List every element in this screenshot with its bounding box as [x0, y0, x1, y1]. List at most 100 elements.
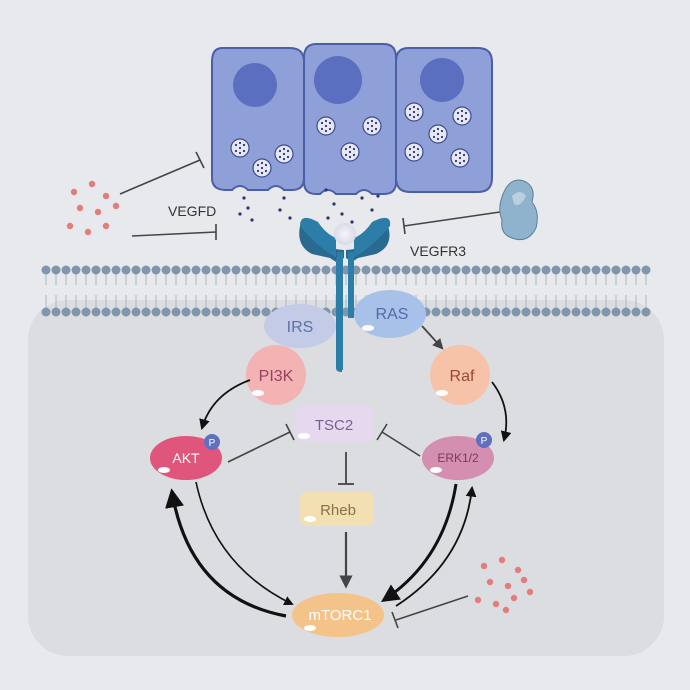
vesicle-cargo-dot — [416, 107, 420, 111]
vesicle-cargo-dot — [456, 111, 460, 115]
vesicle-cargo-dot — [464, 111, 468, 115]
lipid-head — [381, 265, 391, 275]
vesicle-cargo-dot — [352, 153, 356, 157]
lipid-head — [481, 265, 491, 275]
rheb-label: Rheb — [320, 502, 356, 519]
signaling-edges — [165, 325, 512, 629]
vesicle-cargo-dot — [260, 171, 264, 175]
lipid-head — [441, 307, 451, 317]
vesicle-cargo-dot — [344, 153, 348, 157]
lipid-head — [631, 307, 641, 317]
vesicle-cargo-dot — [412, 145, 416, 149]
vesicle-cargo-dot — [278, 149, 282, 153]
inhibitor-particle — [70, 188, 78, 196]
edge-akt-tsc2 — [227, 431, 291, 463]
vesicle-cargo-dot — [408, 113, 412, 117]
inhibition-lines-top — [119, 151, 501, 240]
lipid-head — [41, 307, 51, 317]
vesicle-cargo-dot — [370, 124, 374, 128]
inhibitor-particle — [526, 588, 534, 596]
lipid-head — [101, 307, 111, 317]
vesicle-cargo-dot — [374, 127, 378, 131]
vesicle-cargo-dot — [366, 121, 370, 125]
lipid-head — [321, 265, 331, 275]
inhibitor-particle — [520, 576, 528, 584]
vesicle-cargo-dot — [458, 156, 462, 160]
vesicle-cargo-dot — [416, 147, 420, 151]
edge-ras-raf — [421, 325, 444, 350]
vesicle-cargo-dot — [436, 127, 440, 131]
ras-label: RAS — [376, 306, 409, 323]
vegfr3-label: VEGFR3 — [410, 243, 466, 259]
lipid-head — [141, 307, 151, 317]
erk-label: ERK1/2 — [437, 451, 479, 465]
lipid-head — [201, 265, 211, 275]
vesicle-cargo-dot — [352, 147, 356, 151]
lipid-head — [601, 307, 611, 317]
lipid-head — [221, 265, 231, 275]
secreted-particle — [278, 208, 282, 212]
vesicle-cargo-dot — [242, 149, 246, 153]
lipid-head — [171, 265, 181, 275]
inhibitor-particle — [504, 582, 512, 590]
lipid-head — [131, 265, 141, 275]
lipid-head — [571, 265, 581, 275]
lipid-head — [61, 265, 71, 275]
vesicle-cargo-dot — [282, 147, 286, 151]
inhibitor-particle — [102, 192, 110, 200]
lipid-head — [491, 265, 501, 275]
vesicle-cargo-dot — [462, 153, 466, 157]
inhibitor-particle — [94, 208, 102, 216]
irs-node: IRS — [264, 304, 336, 348]
vesicle-cargo-dot — [412, 115, 416, 119]
vesicle-cargo-dot — [234, 143, 238, 147]
lipid-head — [141, 265, 151, 275]
lipid-head — [611, 307, 621, 317]
inhibitor-protein-highlight — [512, 192, 526, 205]
vesicle-cargo-dot — [374, 121, 378, 125]
nucleus-left — [233, 63, 277, 107]
lipid-head — [251, 307, 261, 317]
lipid-head — [241, 307, 251, 317]
edge-mtorc1-akt — [165, 488, 287, 618]
lipid-head — [121, 265, 131, 275]
lipid-head — [471, 265, 481, 275]
lipid-head — [501, 307, 511, 317]
vesicle-cargo-dot — [464, 117, 468, 121]
lipid-head — [451, 307, 461, 317]
secreted-particle — [324, 188, 328, 192]
edge-akt-mtorc1 — [195, 481, 294, 605]
lipid-head — [131, 307, 141, 317]
lipid-head — [421, 265, 431, 275]
vegfd-label: VEGFD — [168, 203, 216, 219]
lipid-head — [221, 307, 231, 317]
lipid-head — [301, 265, 311, 275]
lipid-head — [521, 265, 531, 275]
vesicle-cargo-dot — [370, 119, 374, 123]
vesicle-cargo-dot — [412, 110, 416, 114]
vesicle-cargo-dot — [440, 129, 444, 133]
lipid-head — [71, 307, 81, 317]
lipid-head — [581, 265, 591, 275]
akt-label: AKT — [172, 450, 200, 466]
lipid-head — [281, 265, 291, 275]
secreted-particle — [360, 196, 364, 200]
lipid-head — [81, 307, 91, 317]
akt-node: AKT P — [150, 434, 222, 480]
irs-label: IRS — [287, 319, 314, 336]
lipid-head — [291, 265, 301, 275]
erk-phospho-label: P — [481, 436, 488, 447]
vesicle-cargo-dot — [260, 166, 264, 170]
cell-membrane — [41, 265, 651, 317]
lipid-head — [531, 265, 541, 275]
lipid-head — [371, 265, 381, 275]
lipid-head — [201, 307, 211, 317]
lipid-head — [61, 307, 71, 317]
vesicle-cargo-dot — [286, 149, 290, 153]
raf-label: Raf — [450, 368, 475, 385]
secreted-particles — [238, 188, 380, 224]
inhibitor-particle — [514, 566, 522, 574]
edge-erk-mtorc1 — [381, 483, 458, 602]
